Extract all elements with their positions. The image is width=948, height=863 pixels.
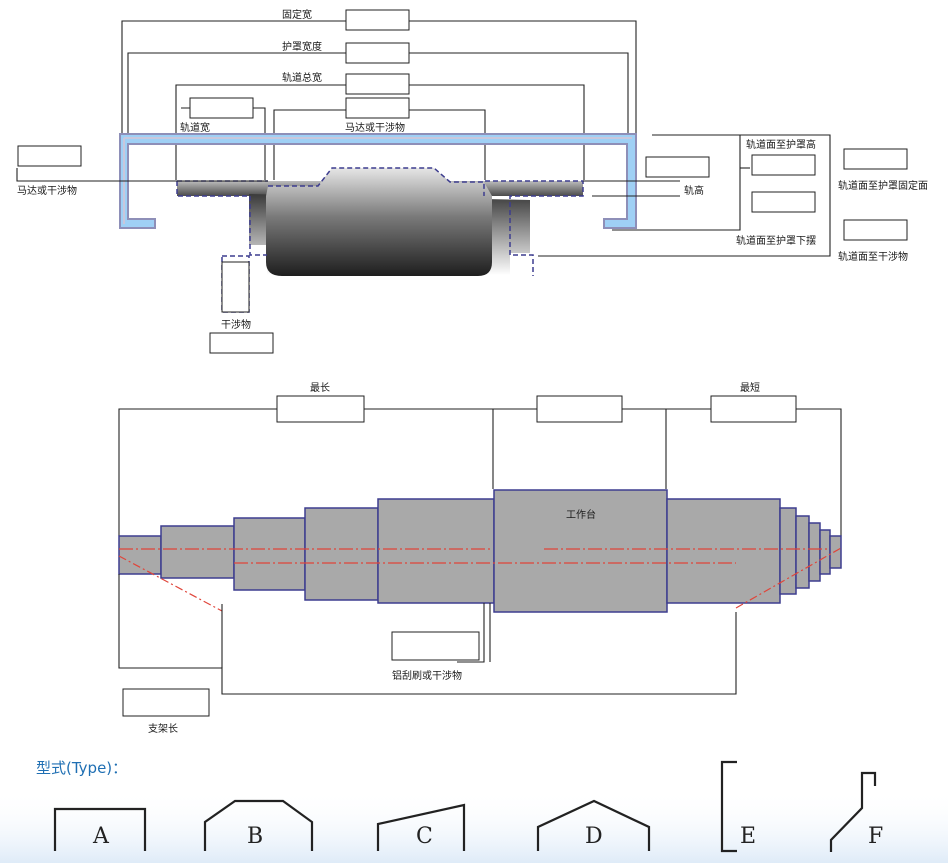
rail-to-interference-value-box[interactable] xyxy=(843,219,908,241)
rail-height-value-box[interactable] xyxy=(645,156,710,178)
fixed-width-label: 固定宽 xyxy=(282,8,312,21)
motor-left-bracket xyxy=(16,168,268,182)
section-5 xyxy=(377,498,495,604)
rail-to-guard-height-value-box[interactable] xyxy=(751,154,816,176)
rail-to-guard-skirt-label: 轨道面至护罩下摆 xyxy=(736,234,816,247)
shortest-value-box[interactable] xyxy=(710,395,797,423)
type-b-shape xyxy=(203,799,314,851)
workpiece-body xyxy=(266,168,492,276)
scraper-value-box[interactable] xyxy=(391,631,480,661)
motor-center-label: 马达或干涉物 xyxy=(345,121,405,134)
motor-left-value-box[interactable] xyxy=(17,145,82,167)
type-d-shape xyxy=(536,799,651,851)
fixed-face-bracket xyxy=(538,134,831,257)
fixed-width-value-box[interactable] xyxy=(345,9,410,31)
section-1 xyxy=(118,535,162,575)
guard-width-label: 护罩宽度 xyxy=(282,40,322,53)
longest-value-box[interactable] xyxy=(276,395,365,423)
types-background xyxy=(0,790,948,863)
slope-line-left xyxy=(118,555,223,612)
scraper-lead-a xyxy=(457,603,485,663)
middle-value-box[interactable] xyxy=(536,395,623,423)
scraper-label: 铝刮刷或干涉物 xyxy=(392,669,462,682)
rail-to-guard-fixed-face-label: 轨道面至护罩固定面 xyxy=(838,179,928,192)
guard-cover xyxy=(119,133,637,229)
bracket-length-line xyxy=(118,574,737,695)
slope-line-right xyxy=(735,547,842,609)
interference-block xyxy=(221,261,250,313)
type-d-label: D xyxy=(585,824,603,849)
section-r6 xyxy=(829,535,842,569)
section-2 xyxy=(160,525,235,579)
rail-to-guard-fixed-face-value-box[interactable] xyxy=(843,148,908,170)
shortest-label: 最短 xyxy=(740,381,760,394)
section-3 xyxy=(233,517,306,591)
bracket-length-label: 支架长 xyxy=(148,723,178,735)
types-section: 型式(Type)： A B C D E F xyxy=(0,759,948,863)
type-a-shape xyxy=(53,807,147,851)
middle-section: 最长 最短 工作台 铝刮刷或干涉物 支架长 xyxy=(118,381,842,735)
guard-width-value-box[interactable] xyxy=(345,42,410,64)
guard-height-bracket xyxy=(612,134,741,231)
worktable-label: 工作台 xyxy=(566,508,596,521)
types-title: 型式(Type)： xyxy=(36,759,127,777)
motor-left-label: 马达或干涉物 xyxy=(17,184,77,197)
rail-to-guard-skirt-value-box[interactable] xyxy=(751,191,816,213)
bracket-length-value-box[interactable] xyxy=(122,688,210,717)
type-a-label: A xyxy=(92,824,110,849)
type-e-shape xyxy=(720,760,737,853)
rail-to-guard-height-label: 轨道面至护罩高 xyxy=(746,138,816,151)
section-r4 xyxy=(808,522,821,582)
type-c-shape xyxy=(376,803,466,851)
section-r1 xyxy=(666,498,781,604)
body-outline-dashed xyxy=(176,167,584,276)
rail-total-width-label: 轨道总宽 xyxy=(282,71,322,84)
section-r5 xyxy=(819,529,831,575)
type-f-label: F xyxy=(868,824,883,849)
type-b-label: B xyxy=(247,824,263,849)
rail-width-label: 轨道宽 xyxy=(180,121,210,134)
rail-to-interference-label: 轨道面至干涉物 xyxy=(838,250,908,263)
worktable xyxy=(493,489,668,613)
type-c-label: C xyxy=(416,824,433,849)
rail-width-value-box[interactable] xyxy=(189,97,254,119)
rail-height-label: 轨高 xyxy=(684,184,704,197)
telescopic-sections xyxy=(118,489,842,613)
rail-total-width-value-box[interactable] xyxy=(345,73,410,95)
motor-center-value-box[interactable] xyxy=(345,97,410,119)
interference-label: 干涉物 xyxy=(221,318,251,331)
section-4 xyxy=(304,507,379,601)
type-f-shape xyxy=(829,771,877,852)
longest-label: 最长 xyxy=(310,382,330,394)
top-section: 固定宽 护罩宽度 轨道总宽 马达或干涉物 轨道宽 马达或干涉物 干涉物 轨高 轨… xyxy=(16,8,928,354)
interference-value-box[interactable] xyxy=(209,332,274,354)
section-r3 xyxy=(795,515,810,589)
type-e-label: E xyxy=(740,824,756,849)
